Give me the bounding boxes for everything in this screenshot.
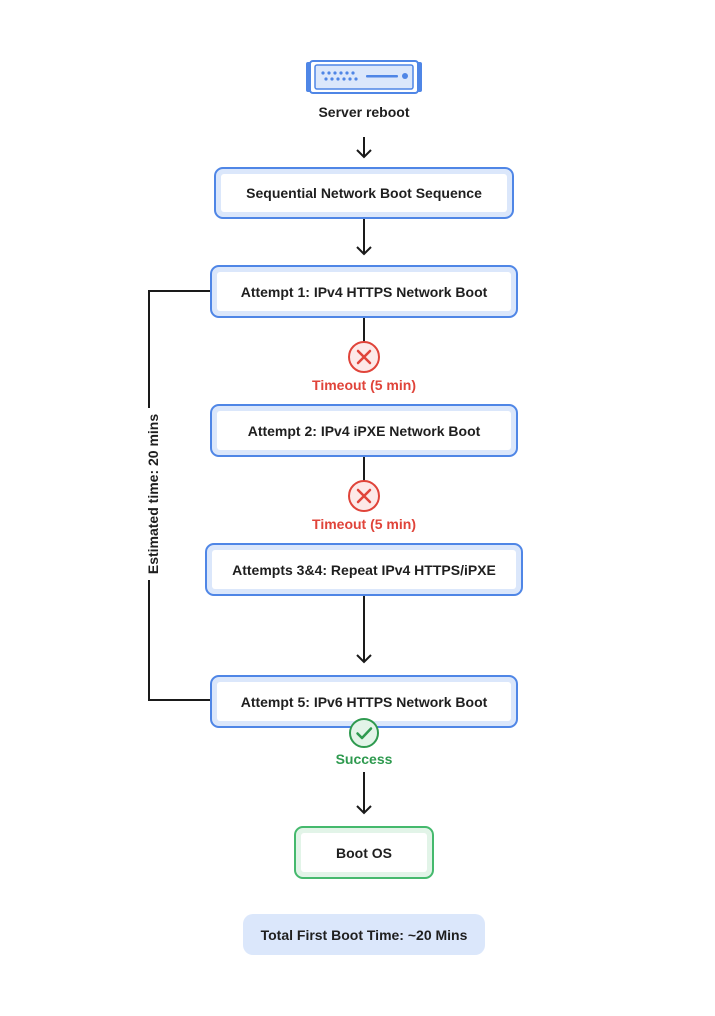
timeout-label-2: Timeout (5 min) [312,516,416,532]
fail-icon [348,341,380,373]
check-icon [349,718,379,748]
attempt-3-4-label: Attempts 3&4: Repeat IPv4 HTTPS/iPXE [212,550,516,589]
sequence-node-label: Sequential Network Boot Sequence [221,174,507,212]
attempt-1-label: Attempt 1: IPv4 HTTPS Network Boot [217,272,511,311]
attempt-1-node: Attempt 1: IPv4 HTTPS Network Boot [210,265,518,318]
fail-icon [348,480,380,512]
server-reboot-label: Server reboot [318,104,410,120]
sequence-node: Sequential Network Boot Sequence [214,167,514,219]
boot-os-node: Boot OS [294,826,434,879]
timeout-label-1: Timeout (5 min) [312,377,416,393]
server-icon [306,60,422,94]
attempt-5-label: Attempt 5: IPv6 HTTPS Network Boot [217,682,511,721]
total-boot-time-badge: Total First Boot Time: ~20 Mins [243,914,485,955]
estimated-time-label: Estimated time: 20 mins [145,408,161,580]
attempt-3-4-node: Attempts 3&4: Repeat IPv4 HTTPS/iPXE [205,543,523,596]
attempt-2-label: Attempt 2: IPv4 iPXE Network Boot [217,411,511,450]
boot-os-label: Boot OS [301,833,427,872]
success-label: Success [335,751,393,767]
attempt-2-node: Attempt 2: IPv4 iPXE Network Boot [210,404,518,457]
